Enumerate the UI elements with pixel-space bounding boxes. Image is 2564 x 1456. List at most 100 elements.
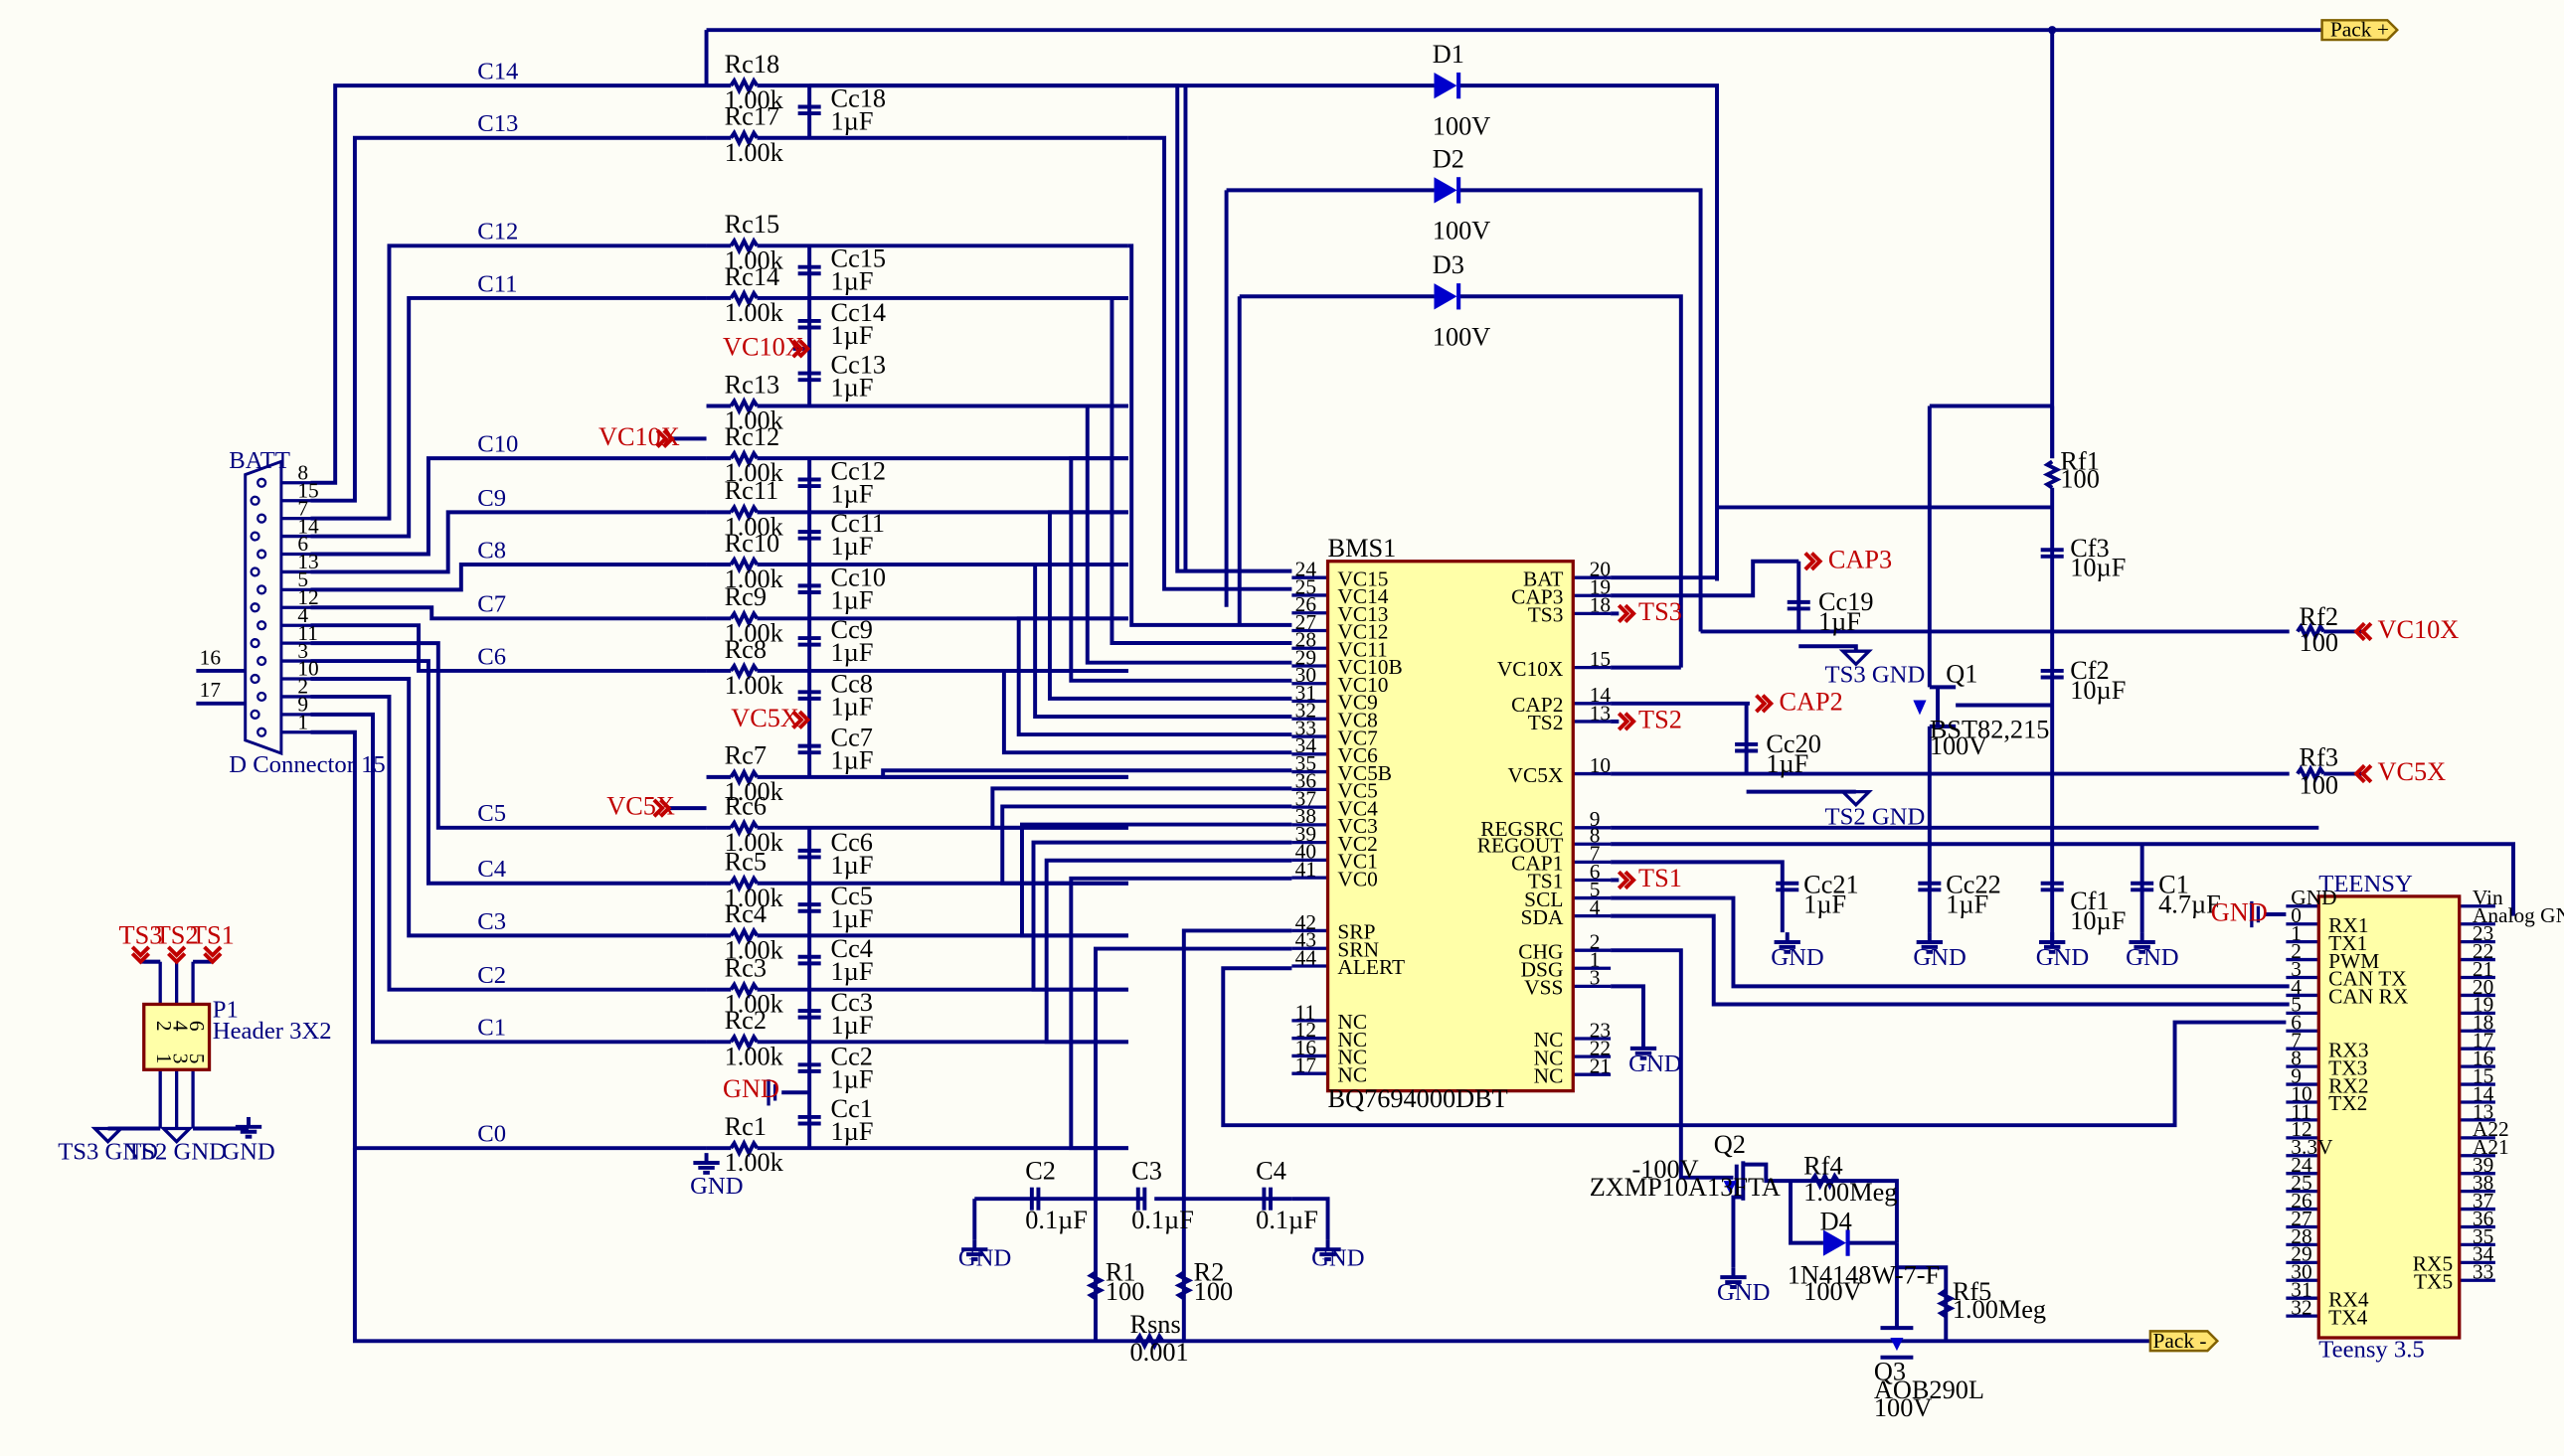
teensy-pin-num: A21 (2473, 1135, 2509, 1159)
resistor-ref: Rc5 (725, 848, 767, 877)
cap-val: 1µF (831, 957, 874, 986)
wire (990, 786, 1292, 830)
bms-pin-name: ALERT (1337, 955, 1405, 979)
bms-pin-name: VC6 (1337, 743, 1378, 767)
ts2-gnd (1838, 790, 1873, 808)
teensy-pin-name: RX4 (2328, 1287, 2369, 1311)
teensy-pin-num: 11 (2291, 1099, 2311, 1123)
resistor-ref: Rc4 (725, 899, 767, 928)
bms-pin-num: 25 (1295, 574, 1316, 598)
wire (1127, 135, 1292, 591)
bms-pin-num: 20 (1590, 558, 1611, 581)
bms-pin-num: 28 (1295, 628, 1316, 652)
pack-neg-label: Pack - (2152, 1329, 2206, 1353)
net-c0: C0 (477, 1121, 506, 1148)
bms-pin-name: VC7 (1337, 726, 1378, 749)
gnd-label: GND (723, 1074, 779, 1103)
batt-pin-num-7: 7 (297, 496, 308, 520)
ts2-label: TS2 (1638, 705, 1682, 733)
net-c13: C13 (477, 110, 518, 137)
p1-top-label: TS2 (155, 921, 199, 950)
q1-val: 100V (1930, 731, 1987, 760)
teensy-pin-num: 13 (2473, 1099, 2493, 1123)
diode-val: 100V (1433, 111, 1490, 140)
wire (1001, 668, 1292, 755)
cap-val: 1µF (831, 692, 874, 721)
wire (310, 694, 707, 992)
p1-bot-label: TS2 GND (126, 1139, 227, 1166)
ts1-arrow (1617, 870, 1630, 890)
batt-pin-1 (256, 727, 267, 737)
p1-name: Header 3X2 (213, 1018, 332, 1045)
rf5-ref: Rf5 (1953, 1277, 1991, 1306)
bms-pin-name: VC13 (1337, 602, 1388, 626)
rf5-val: 1.00Meg (1953, 1295, 2046, 1324)
teensy-pin-num: 14 (2473, 1081, 2494, 1105)
resistor-val: 1.00k (725, 884, 784, 912)
resistor-val: 1.00k (725, 777, 784, 806)
cap-ref: Cc18 (831, 83, 887, 112)
ts3-arrow (1617, 603, 1630, 623)
batt-pin-num-12: 12 (297, 585, 318, 609)
wire (1459, 294, 1683, 668)
q3-ref: Q3 (1874, 1358, 1906, 1386)
bms-pin-num: 14 (1590, 683, 1612, 707)
bms-pin-num: 42 (1295, 910, 1316, 934)
cap2-arrow (1755, 694, 1768, 714)
q1-diode (1913, 700, 1927, 716)
bms-pin-name: VC1 (1337, 850, 1377, 874)
resistor-ref: Rc3 (725, 954, 767, 983)
cap-ref: Cc11 (831, 509, 886, 538)
diode-ref: D3 (1433, 250, 1464, 279)
cf3-ref: Cf3 (2070, 534, 2109, 563)
batt-pin-10 (250, 673, 260, 685)
resistor-ref: Rc6 (725, 792, 767, 821)
rf4-ref: Rf4 (1803, 1152, 1842, 1181)
bms-pin-num: 2 (1590, 930, 1601, 954)
vc10x-arrow-2 (655, 428, 669, 448)
c3-val: 0.1µF (1131, 1206, 1194, 1234)
resistor-rc10 (729, 555, 760, 574)
vc5x-arrow-2 (652, 798, 665, 818)
wire (1459, 83, 1719, 581)
resistor-val: 1.00k (725, 1042, 784, 1070)
bms-pin-num: 4 (1590, 895, 1601, 919)
cap-val: 1µF (831, 746, 874, 775)
cf1-ref: Cf1 (2070, 887, 2109, 915)
diode-ref: D1 (1433, 40, 1464, 69)
cap-ref: Cc1 (831, 1094, 873, 1123)
wire (1459, 188, 1703, 632)
bms-pin-name: CHG (1518, 939, 1563, 963)
teensy-pin-name: RX1 (2328, 913, 2368, 937)
batt-pin-num-5: 5 (297, 567, 308, 591)
gnd-text: GND (1771, 944, 1823, 971)
bms-pin-name: VC5X (1508, 763, 1564, 787)
pack-pos-label: Pack + (2330, 18, 2389, 42)
vc10x-arrow-1 (797, 339, 811, 359)
wire (1016, 616, 1292, 737)
ts2gnd-label: TS2 GND (1825, 804, 1926, 831)
resistor-rc15 (729, 236, 760, 255)
teensy-pin-name: TX2 (2328, 1091, 2367, 1115)
pack-neg-port (2148, 1330, 2220, 1353)
gnd-text: GND (1717, 1279, 1770, 1306)
bms-pin-num: 43 (1295, 928, 1316, 952)
vc10x-arrow-3 (2353, 621, 2366, 642)
wire (1291, 1197, 1330, 1240)
bms-pin-num: 24 (1295, 558, 1317, 581)
resistor-ref: Rc14 (725, 262, 780, 291)
net-c9: C9 (477, 485, 506, 512)
batt-pin-num-1: 1 (297, 710, 308, 733)
batt-pin-8 (256, 477, 267, 488)
cap-val: 1µF (831, 904, 874, 933)
p1-arrow (203, 945, 223, 958)
bms-pin-name: VC11 (1337, 637, 1387, 661)
teensy-pin-num: 35 (2473, 1224, 2493, 1248)
q2-diode (1723, 1181, 1737, 1195)
bms-pin-name: NC (1337, 1046, 1367, 1069)
bms-pin-num: 18 (1590, 593, 1611, 617)
p1-arrow (167, 945, 187, 958)
cap-val: 1µF (831, 585, 874, 614)
p1-arrow (203, 952, 223, 965)
resistor-rc2 (729, 1032, 760, 1052)
